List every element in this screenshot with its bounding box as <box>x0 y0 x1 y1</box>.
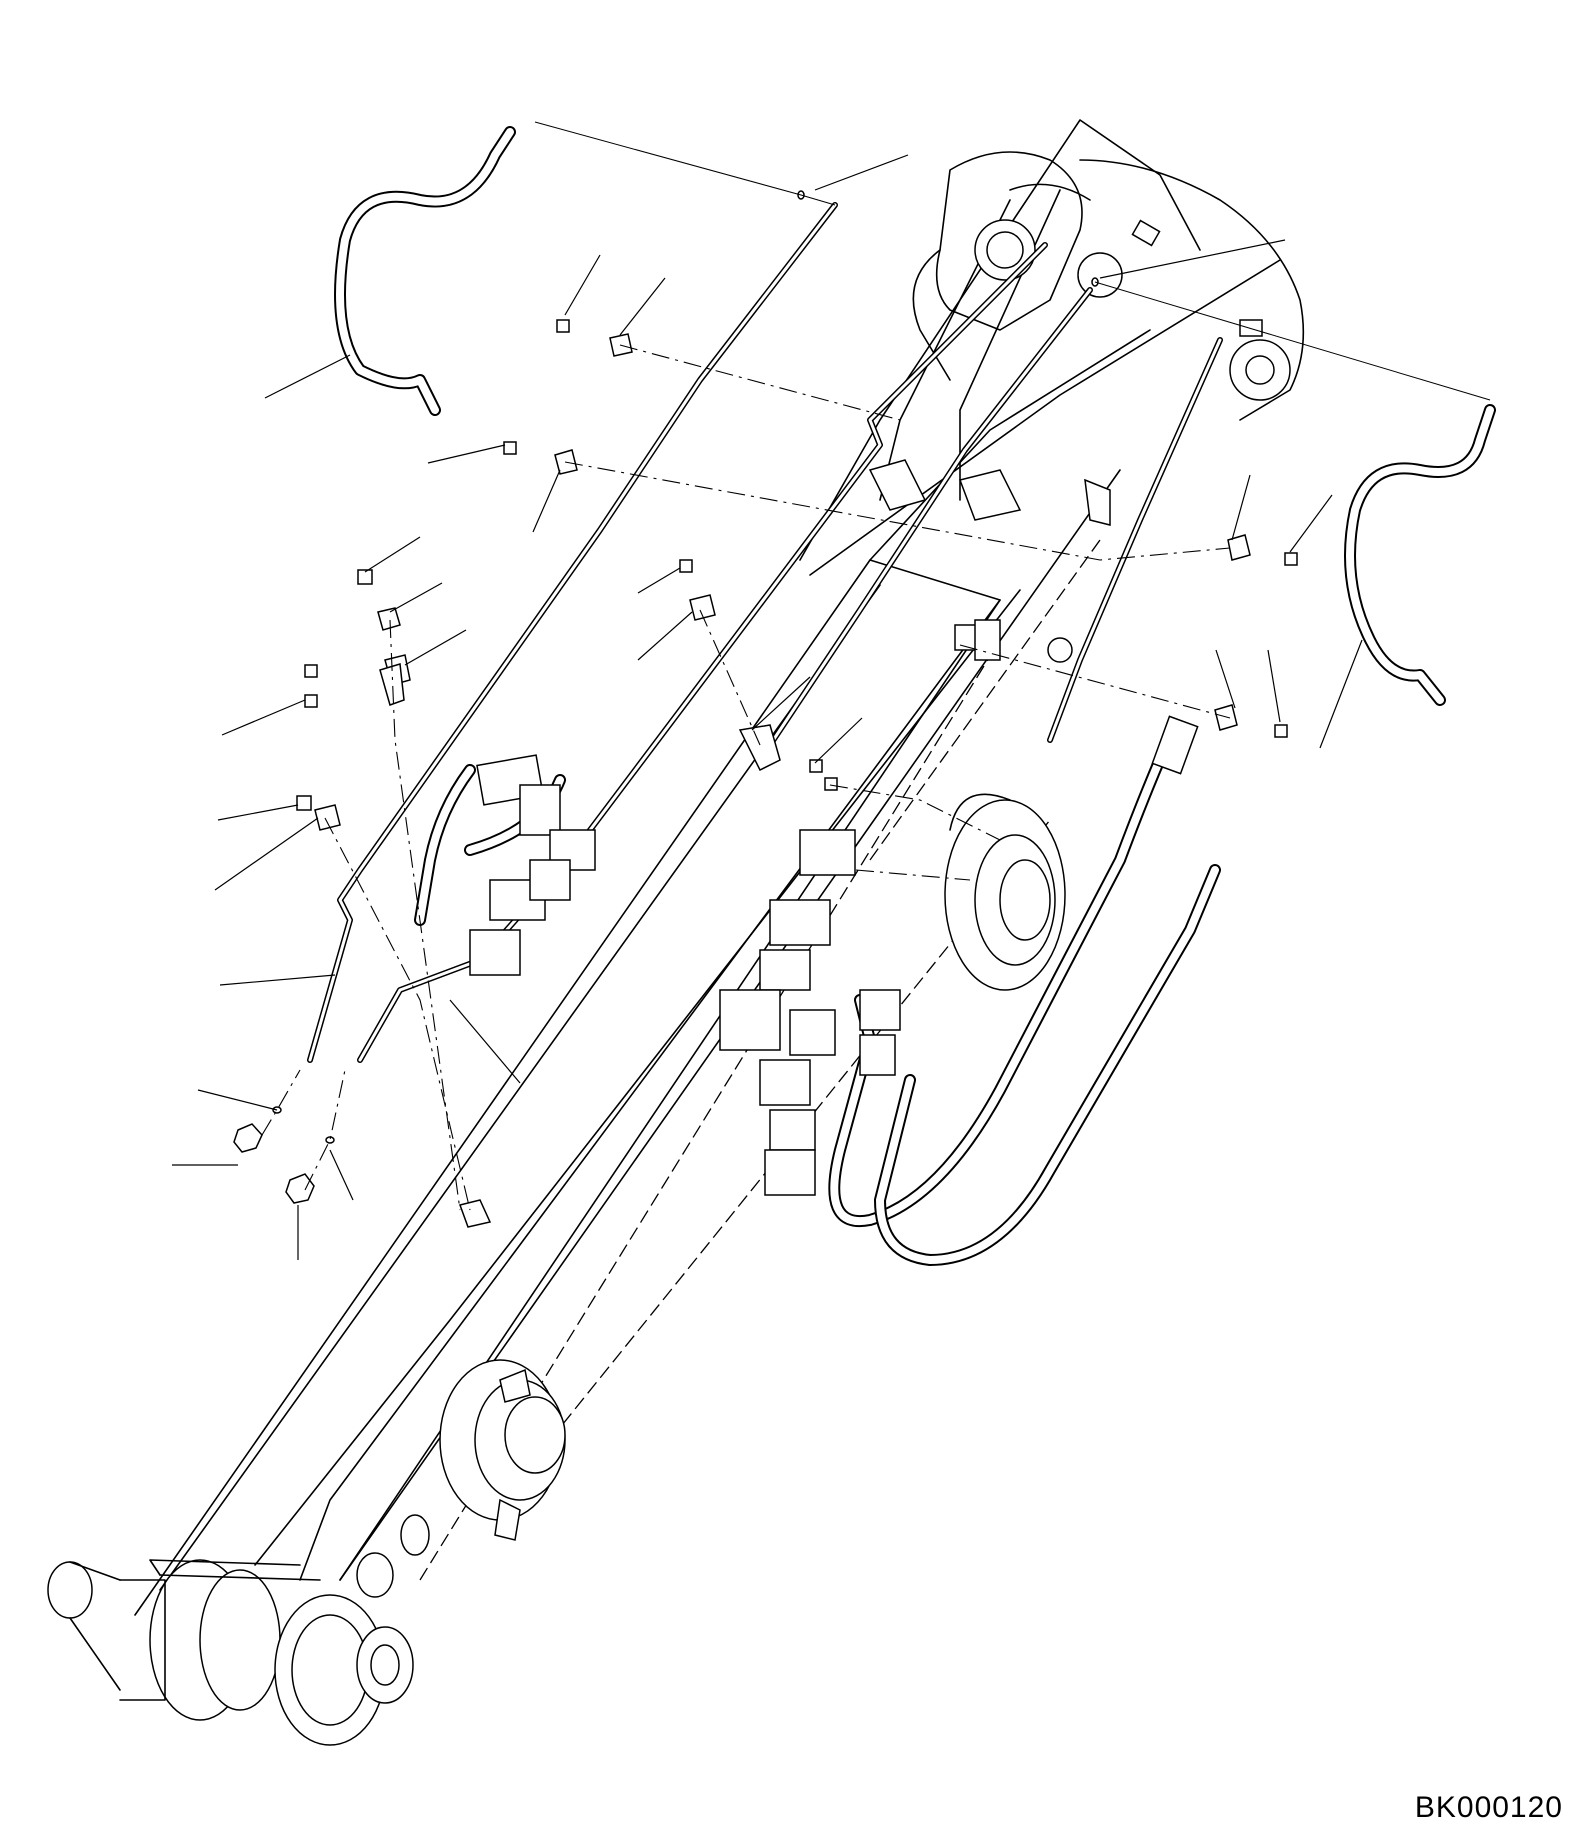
leader-line <box>221 699 306 736</box>
boom-foot <box>868 151 1305 521</box>
leader-line <box>751 676 811 731</box>
leader-line <box>564 254 601 316</box>
clamp-plate <box>1227 534 1251 561</box>
clamp-plate <box>459 1199 492 1228</box>
leader-line <box>1215 649 1236 709</box>
cylinder-bracket <box>944 793 1066 991</box>
bolt <box>304 694 318 708</box>
leader-line <box>404 629 467 666</box>
bolt <box>1284 552 1298 566</box>
cylinder-pin-head <box>504 1396 566 1474</box>
bracket <box>379 663 405 706</box>
leader-line <box>449 999 521 1084</box>
leader-line <box>637 567 681 594</box>
pipe-long-1 <box>307 202 838 1063</box>
leader-line <box>1099 239 1286 279</box>
leader-line <box>1231 474 1251 541</box>
leader-line <box>217 804 299 821</box>
boom-body <box>134 119 1281 1616</box>
bolt <box>357 569 373 585</box>
leader-lines <box>172 154 1363 1260</box>
leader-line <box>264 354 351 399</box>
cylinder-boss <box>439 1359 566 1541</box>
clamp-plate <box>377 607 401 631</box>
foot-pin-boss-right <box>1077 252 1123 298</box>
clamp-plate <box>314 804 341 831</box>
hardware <box>233 190 1298 1228</box>
leader-line <box>364 536 421 573</box>
leader-line <box>1289 494 1333 553</box>
valve-block-left <box>469 754 596 976</box>
bolt <box>503 441 517 455</box>
leader-line <box>619 277 666 336</box>
clamp-plate <box>1214 704 1238 731</box>
leader-line <box>1319 639 1363 749</box>
leader-line <box>814 717 863 764</box>
valves <box>469 478 1199 1196</box>
bolt <box>679 559 693 573</box>
leader-line <box>1267 649 1281 723</box>
leader-line <box>389 582 443 613</box>
leader-line <box>427 444 506 464</box>
leader-line <box>329 1149 354 1201</box>
leader-line <box>637 611 693 661</box>
valve-block-right <box>954 478 1199 775</box>
hoses <box>334 126 1496 1266</box>
hose-upper-right <box>1344 404 1496 706</box>
bolt <box>296 795 312 811</box>
leader-line <box>814 154 909 191</box>
bolt <box>556 319 570 333</box>
bolt <box>809 759 823 773</box>
bolt <box>304 664 318 678</box>
bracket-bore <box>999 859 1051 941</box>
bolt <box>1274 724 1288 738</box>
o-ring <box>325 1136 335 1144</box>
clamp-plate <box>689 594 716 621</box>
assembly-lines <box>261 121 1491 1211</box>
bolt <box>824 777 838 791</box>
valve-block-center <box>719 829 901 1196</box>
drawing-code: BK000120 <box>1414 1791 1563 1824</box>
leader-line <box>219 974 336 986</box>
leader-line <box>532 469 561 533</box>
arm-pin-end <box>47 1561 93 1619</box>
leader-line <box>214 817 319 891</box>
nut <box>233 1123 263 1153</box>
boom-top-end <box>47 1514 430 1746</box>
bracket <box>738 724 781 772</box>
leader-line <box>197 1089 278 1111</box>
nut <box>285 1173 315 1204</box>
